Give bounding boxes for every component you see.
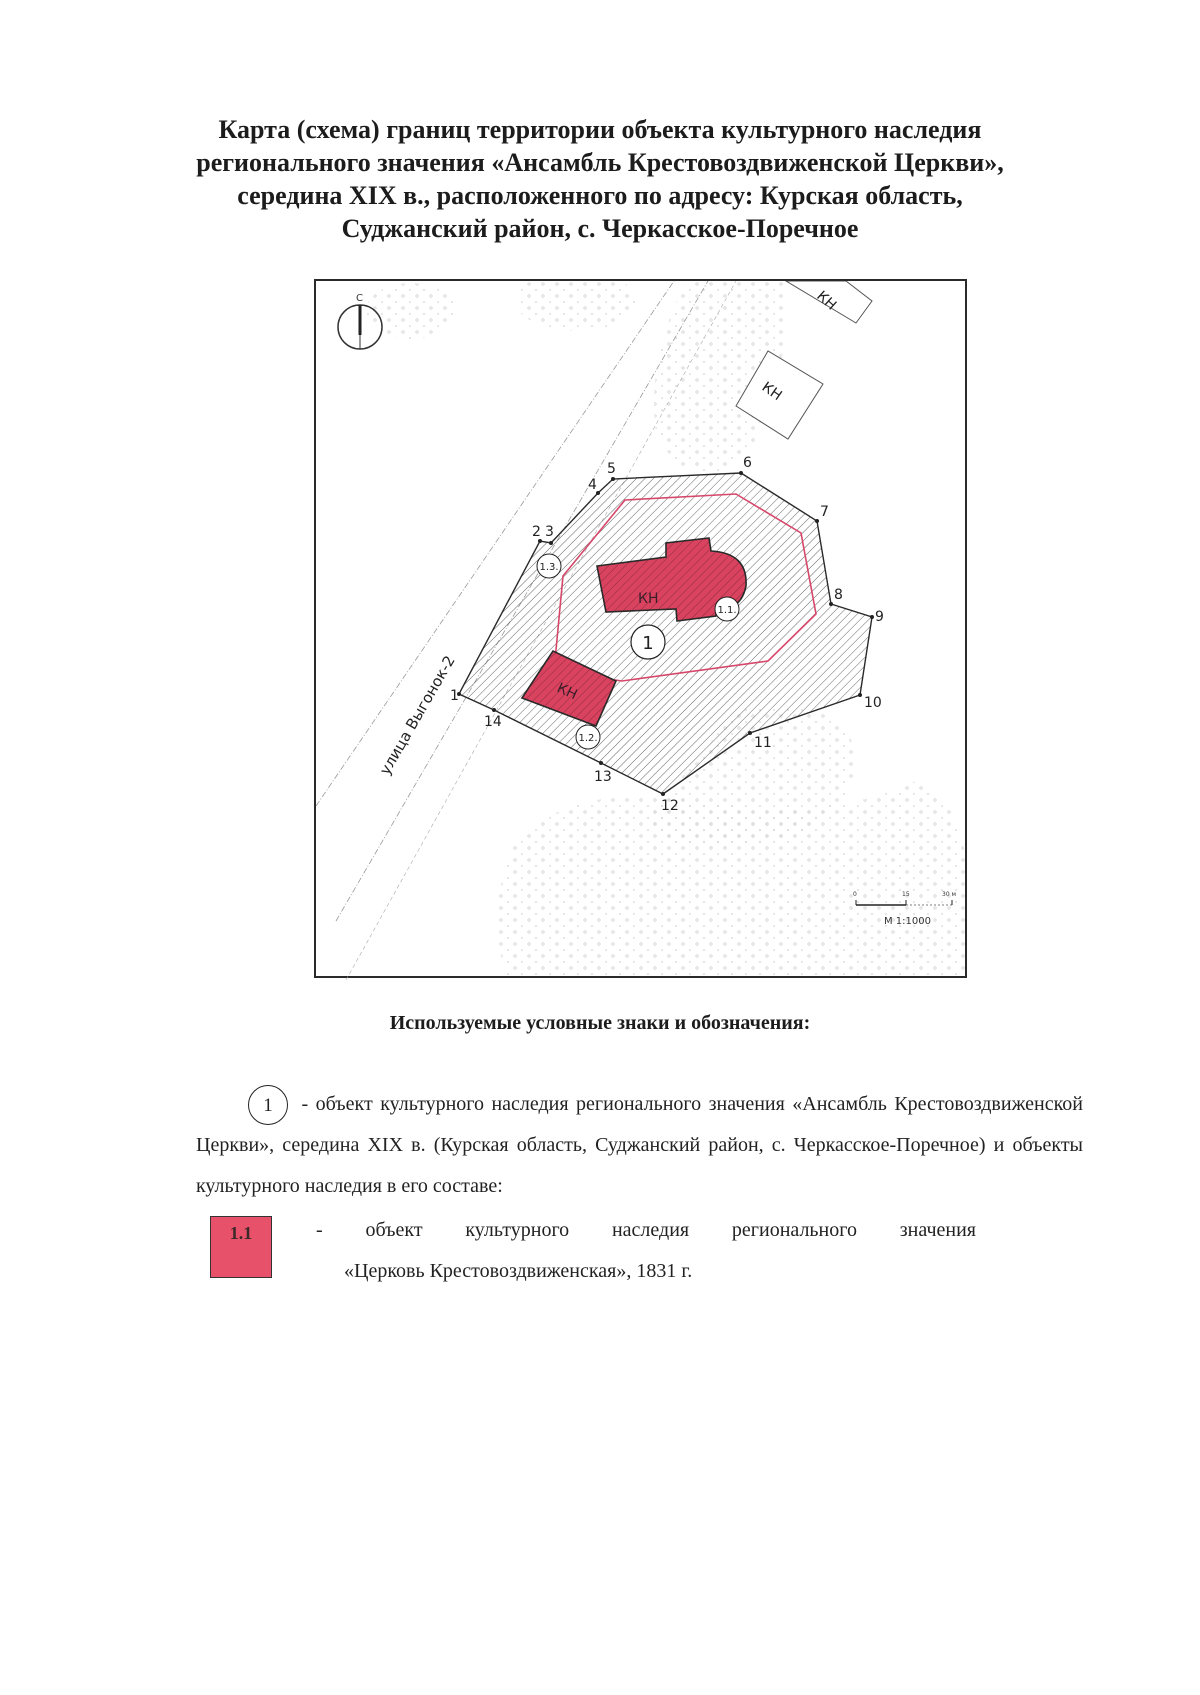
title-line-4: Суджанский район, с. Черкасское-Поречное: [341, 214, 859, 243]
svg-text:1.3.: 1.3.: [539, 562, 558, 573]
north-arrow-icon: С: [337, 293, 383, 350]
point-5: 5: [607, 461, 616, 477]
legend-heading: Используемые условные знаки и обозначени…: [389, 1012, 811, 1034]
scale-label: М 1:1000: [884, 916, 931, 927]
title-line-3: середина XIX в., расположенного по адрес…: [237, 181, 963, 210]
point-3: 3: [545, 524, 554, 540]
point-4: 4: [588, 477, 597, 493]
title-line-1: Карта (схема) границ территории объекта …: [218, 115, 982, 144]
point-14: 14: [484, 714, 502, 730]
point-9: 9: [875, 609, 884, 625]
point-13: 13: [594, 769, 612, 785]
north-label: С: [356, 293, 363, 304]
boundary-map: улица Выгонок-2 С КН КН КН КН: [314, 279, 967, 980]
ensemble-symbol: 1: [248, 1085, 288, 1126]
ensemble-marker: 1: [630, 624, 666, 660]
church-label: КН: [638, 591, 658, 607]
title-line-2: регионального значения «Ансамбль Крестов…: [196, 148, 1004, 177]
marker-1-2: 1.2.: [575, 724, 601, 750]
church-description: - объект культурного наследия региональн…: [316, 1219, 976, 1282]
building-1-2: [520, 649, 618, 728]
svg-text:1.2.: 1.2.: [578, 733, 597, 744]
point-10: 10: [864, 695, 882, 711]
legend-item-church: 1.1 - объект культурного наследия регион…: [210, 1216, 1090, 1296]
point-8: 8: [834, 587, 843, 603]
scale-bar: 0 15 30 м М 1:1000: [853, 891, 956, 927]
greenery-areas: [366, 281, 967, 978]
svg-text:30 м: 30 м: [942, 891, 956, 898]
boundary-point-dots: [457, 471, 874, 796]
svg-text:15: 15: [902, 891, 910, 898]
point-6: 6: [743, 455, 752, 471]
marker-1-3: 1.3.: [536, 553, 562, 579]
svg-text:1: 1: [642, 633, 653, 654]
street-label: улица Выгонок-2: [376, 652, 459, 778]
boundary-point-labels: 1 2 3 4 5 6 7 8 9 10 11 12 13 14: [450, 455, 884, 814]
point-1: 1: [450, 688, 459, 704]
neighbor-building-1: КН: [785, 281, 873, 324]
legend-item-ensemble: 1 - объект культурного наследия регионал…: [196, 1084, 1083, 1207]
point-7: 7: [820, 504, 829, 520]
document-title: Карта (схема) границ территории объекта …: [150, 113, 1050, 245]
point-12: 12: [661, 798, 679, 814]
church-swatch: 1.1: [210, 1216, 272, 1278]
svg-text:КН: КН: [554, 680, 579, 703]
neighbor-building-2: КН: [735, 350, 824, 440]
svg-text:1.1.: 1.1.: [717, 605, 736, 616]
marker-1-1: 1.1.: [714, 596, 740, 622]
svg-text:0: 0: [853, 891, 857, 898]
point-2: 2: [532, 524, 541, 540]
map-canvas: улица Выгонок-2 С КН КН КН КН: [316, 281, 967, 980]
ensemble-description: - объект культурного наследия региональн…: [196, 1093, 1083, 1198]
point-11: 11: [754, 735, 772, 751]
